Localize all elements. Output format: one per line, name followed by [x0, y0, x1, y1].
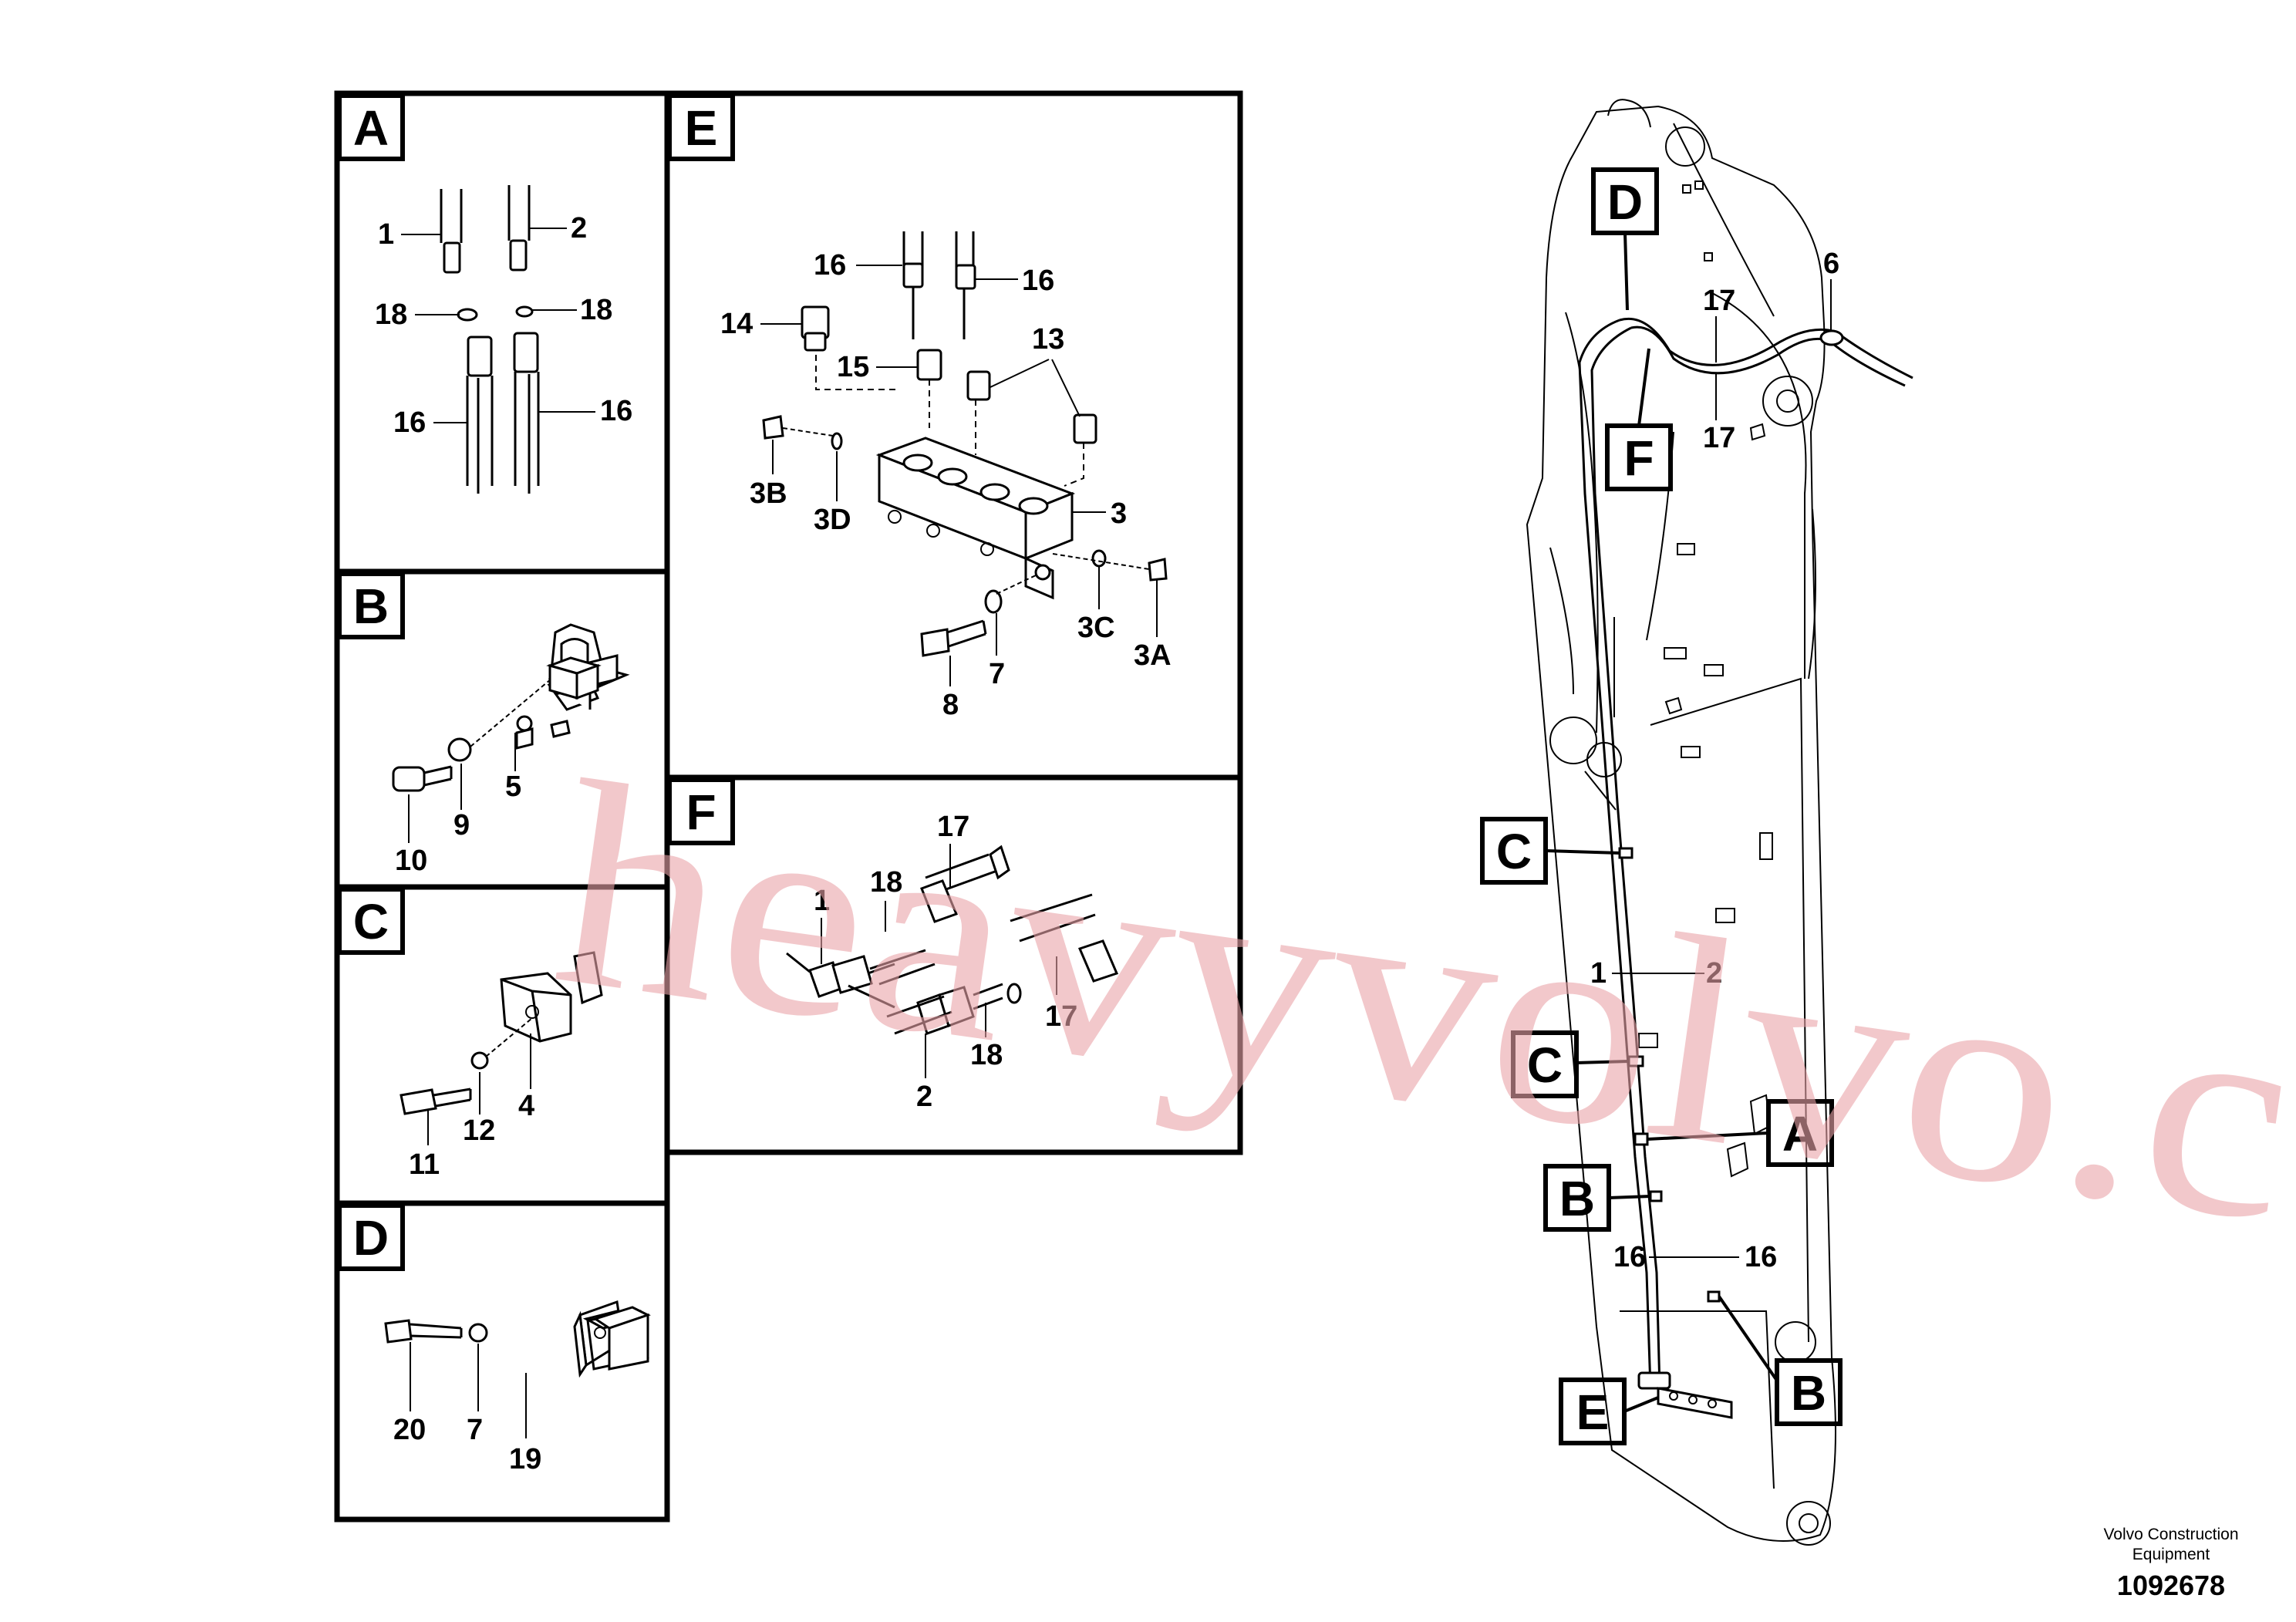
boom-callout-16-right: 16 — [1745, 1241, 1777, 1273]
panel-c-letter: C — [353, 894, 389, 949]
callout-b-9: 9 — [453, 809, 470, 841]
callout-c-11: 11 — [409, 1148, 440, 1181]
panel-e-frame — [664, 90, 1243, 781]
panel-c-label-box: C — [337, 887, 405, 955]
boom-tag-c-upper: C — [1480, 817, 1620, 885]
callout-f-2: 2 — [916, 1081, 932, 1113]
callout-e-3: 3 — [1111, 497, 1127, 530]
callout-a-16-right: 16 — [600, 395, 632, 427]
callout-d-7: 7 — [467, 1414, 483, 1446]
callout-f-18-top: 18 — [870, 866, 902, 899]
svg-text:C: C — [1527, 1037, 1563, 1093]
callout-b-10: 10 — [395, 845, 427, 877]
svg-text:B: B — [1559, 1171, 1595, 1226]
callout-c-4: 4 — [518, 1090, 534, 1122]
panel-f-frame — [664, 774, 1243, 1155]
boom-callout-16-left: 16 — [1613, 1241, 1646, 1273]
callout-e-3b: 3B — [750, 477, 787, 510]
svg-text:C: C — [1496, 824, 1532, 879]
boom-tag-a: A — [1647, 1099, 1834, 1167]
callout-e-3d: 3D — [814, 504, 851, 536]
callout-e-16-left: 16 — [814, 249, 846, 282]
panel-a-label-box: A — [337, 93, 405, 161]
boom-tag-c-lower: C — [1511, 1030, 1630, 1098]
boom-tag-b-left: B — [1543, 1164, 1651, 1232]
panel-d-letter: D — [353, 1210, 389, 1266]
callout-e-7: 7 — [989, 658, 1005, 690]
boom-tag-b-right: B — [1718, 1295, 1843, 1426]
panel-b-label-box: B — [337, 572, 405, 639]
svg-text:A: A — [1782, 1106, 1818, 1162]
panel-e-label-box: E — [667, 93, 735, 161]
panel-e-letter: E — [685, 100, 718, 156]
callout-d-20: 20 — [393, 1414, 426, 1446]
panel-f-letter: F — [686, 784, 716, 840]
panel-d-label-box: D — [337, 1203, 405, 1271]
callout-e-13: 13 — [1032, 323, 1064, 356]
boom-tag-d: D — [1591, 167, 1659, 311]
callout-a-2: 2 — [571, 212, 587, 244]
boom-callout-17-bottom: 17 — [1703, 422, 1735, 454]
boom-callout-1: 1 — [1590, 957, 1607, 990]
boom-tag-e: E — [1559, 1378, 1659, 1445]
panel-d-clamp-assembly — [384, 1300, 651, 1378]
callout-e-16-right: 16 — [1022, 265, 1054, 297]
svg-text:E: E — [1576, 1384, 1610, 1440]
panel-e-manifold-assembly — [762, 231, 1168, 657]
callout-e-8: 8 — [942, 689, 959, 721]
callout-e-15: 15 — [837, 351, 869, 383]
callout-a-16-left: 16 — [393, 406, 426, 439]
panel-d-frame — [334, 1200, 670, 1523]
panel-a-frame — [334, 90, 670, 575]
callout-e-3a: 3A — [1134, 639, 1172, 672]
callout-f-17-top: 17 — [937, 811, 969, 843]
callout-a-1: 1 — [378, 218, 394, 251]
panel-f-label-box: F — [667, 777, 735, 845]
callout-f-18-bottom: 18 — [970, 1039, 1003, 1071]
panel-f-hose-adapters — [786, 845, 1119, 1035]
boom-callout-17-top: 17 — [1703, 285, 1735, 317]
callout-f-1: 1 — [814, 885, 830, 917]
panel-a-hoses — [440, 185, 540, 494]
callout-c-12: 12 — [463, 1114, 495, 1147]
panel-a-letter: A — [353, 100, 389, 156]
panel-c-clamp-assembly — [400, 951, 603, 1115]
svg-text:B: B — [1791, 1365, 1826, 1421]
panel-b-letter: B — [353, 578, 389, 634]
callout-a-18-left: 18 — [375, 298, 407, 331]
callout-e-3c: 3C — [1077, 612, 1115, 644]
boom-callout-6: 6 — [1823, 248, 1839, 280]
credit-line-1: Volvo Construction — [2103, 1526, 2238, 1543]
credit-line-2: Equipment — [2132, 1546, 2210, 1563]
boom-tag-f: F — [1605, 348, 1673, 491]
callout-b-5: 5 — [505, 771, 521, 803]
boom-outline — [1526, 99, 1836, 1546]
callout-d-19: 19 — [509, 1443, 541, 1475]
boom-hose-route — [1578, 317, 1913, 1419]
document-number: 1092678 — [2117, 1570, 2225, 1601]
watermark: heavyvolvo.com — [540, 720, 2296, 1342]
callout-e-14: 14 — [720, 308, 753, 340]
callout-a-18-right: 18 — [580, 294, 612, 326]
callout-f-17-right: 17 — [1045, 1000, 1077, 1033]
svg-text:D: D — [1607, 174, 1643, 230]
panel-b-block — [546, 656, 602, 700]
boom-callout-2: 2 — [1706, 957, 1722, 990]
svg-text:F: F — [1623, 430, 1654, 486]
